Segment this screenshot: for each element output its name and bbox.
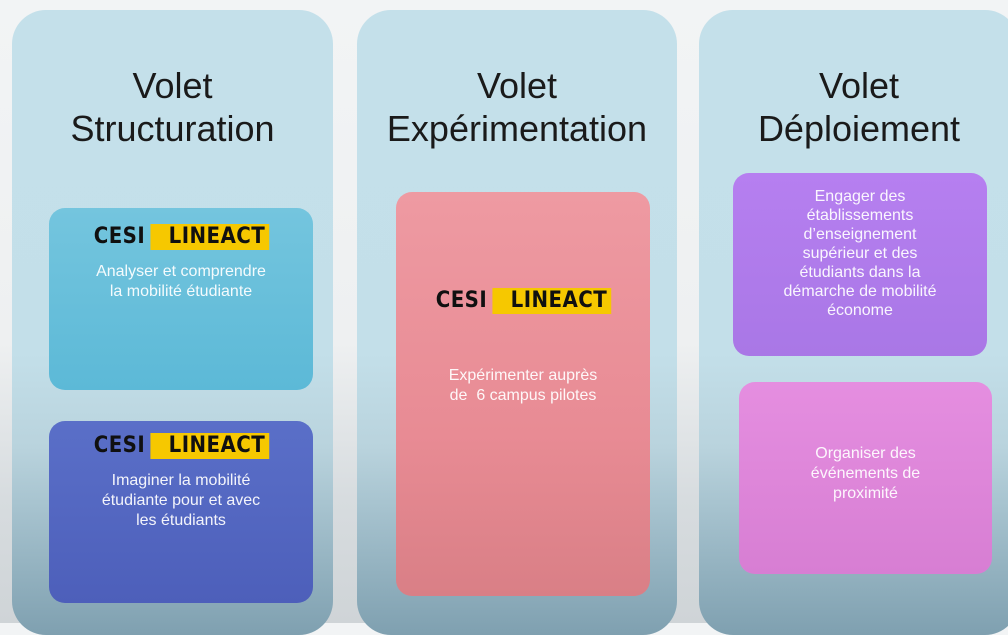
cesi-lineact-logo: CESI LINEACT	[435, 288, 611, 314]
card-text-line: proximité	[833, 485, 898, 502]
card-text-line: démarche de mobilité	[783, 283, 937, 300]
card-imaginer: CESI LINEACT Imaginer la mobilité étudia…	[49, 421, 313, 603]
logo-text-cesi: CESI	[93, 433, 145, 458]
column-title-deploiement: Volet Déploiement	[699, 64, 1008, 150]
logo-text-cesi: CESI	[93, 224, 145, 249]
logo-text-cesi: CESI	[435, 288, 487, 313]
card-text-line: Imaginer la mobilité	[111, 472, 251, 489]
logo-text-lineact: LINEACT	[492, 288, 611, 314]
logo-text-lineact: LINEACT	[150, 224, 269, 250]
card-text-line: économe	[827, 302, 893, 319]
card-text-line: supérieur et des	[802, 245, 918, 262]
card-text-line: événements de	[810, 465, 921, 482]
logo-text-lineact: LINEACT	[150, 433, 269, 459]
title-line-2: Structuration	[70, 108, 275, 149]
card-text-line: la mobilité étudiante	[109, 283, 253, 300]
card-analyser: CESI LINEACT Analyser et comprendre la m…	[49, 208, 313, 390]
card-engager: Engager des établissements d’enseignemen…	[733, 173, 987, 356]
card-text: Analyser et comprendre la mobilité étudi…	[49, 262, 313, 302]
card-text-line: Analyser et comprendre	[96, 263, 266, 280]
card-text-line: les étudiants	[136, 512, 226, 529]
card-text-line: Expérimenter auprès	[448, 367, 598, 384]
card-organiser: Organiser des événements de proximité	[739, 382, 992, 574]
card-text: Engager des établissements d’enseignemen…	[733, 187, 987, 320]
card-text-line: Organiser des	[815, 445, 916, 462]
card-text-line: de 6 campus pilotes	[449, 387, 597, 404]
column-experimentation: Volet Expérimentation CESI LINEACT Expér…	[357, 10, 677, 635]
card-text-line: d’enseignement	[803, 226, 917, 243]
card-text: Organiser des événements de proximité	[739, 444, 992, 504]
card-text: Expérimenter auprès de 6 campus pilotes	[396, 366, 650, 406]
column-deploiement: Volet Déploiement Engager des établissem…	[699, 10, 1008, 635]
card-text-line: Engager des	[814, 188, 906, 205]
column-structuration: Volet Structuration CESI LINEACT Analyse…	[12, 10, 333, 635]
card-text-line: établissements	[806, 207, 914, 224]
cesi-lineact-logo: CESI LINEACT	[93, 224, 269, 250]
title-line-1: Volet	[132, 65, 213, 106]
card-text-line: étudiante pour et avec	[101, 492, 261, 509]
card-experimenter: CESI LINEACT Expérimenter auprès de 6 ca…	[396, 192, 650, 596]
title-line-2: Déploiement	[757, 108, 961, 149]
cesi-lineact-logo: CESI LINEACT	[93, 433, 269, 459]
title-line-1: Volet	[476, 65, 558, 106]
title-line-1: Volet	[818, 65, 900, 106]
card-text-line: étudiants dans la	[799, 264, 921, 281]
column-title-structuration: Volet Structuration	[12, 64, 333, 150]
card-text: Imaginer la mobilité étudiante pour et a…	[49, 471, 313, 531]
column-title-experimentation: Volet Expérimentation	[357, 64, 677, 150]
title-line-2: Expérimentation	[386, 108, 648, 149]
